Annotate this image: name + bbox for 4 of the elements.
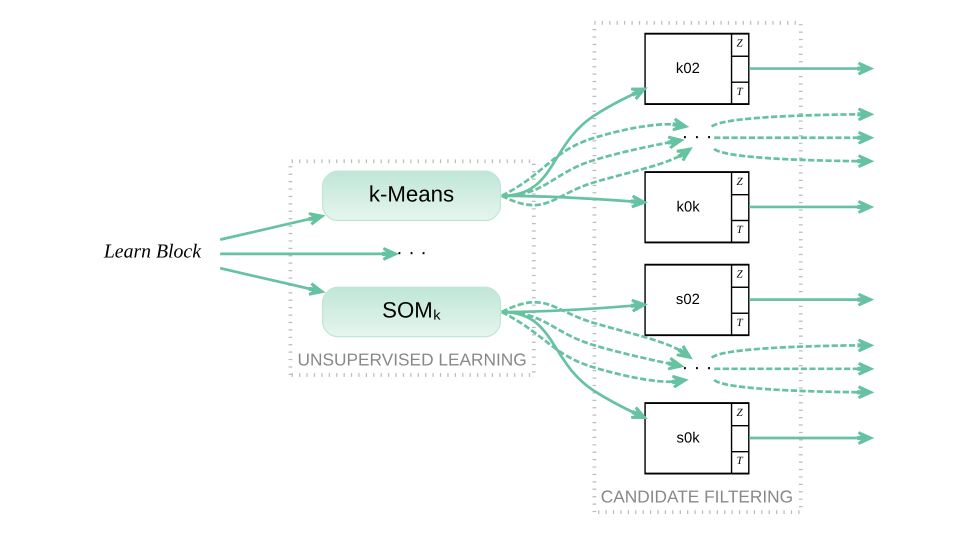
node-text: Learn Block [104,240,201,262]
node-text: · · · [682,356,712,379]
node-text: · · · [682,125,712,148]
node-text: · · · [396,242,427,264]
